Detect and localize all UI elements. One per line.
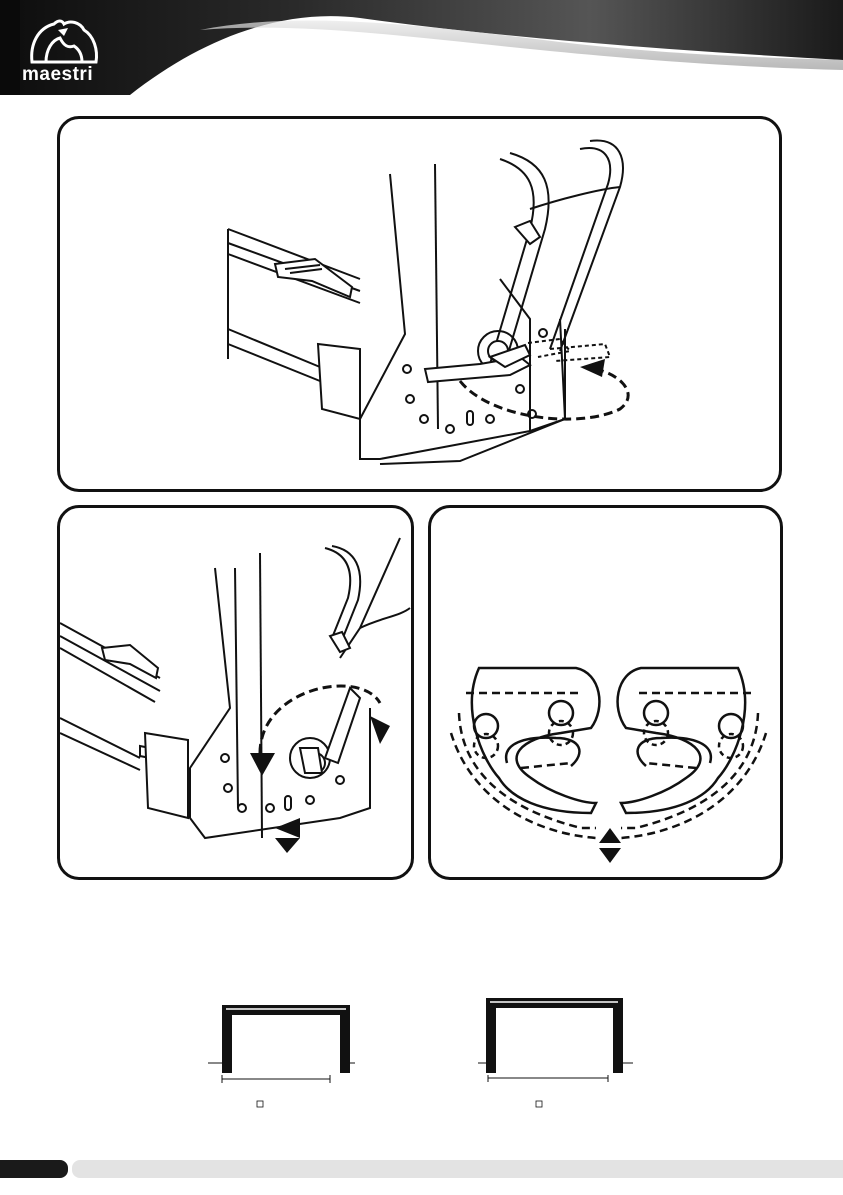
figure-right-panel xyxy=(428,505,783,880)
depth-adjust-plates-icon xyxy=(431,508,783,880)
footer-bar-light xyxy=(72,1160,843,1178)
tacker-latch-rotate-icon xyxy=(60,508,414,880)
narrow-staple-icon xyxy=(200,993,360,1113)
tacker-side-latch-open-icon xyxy=(60,119,782,492)
footer-bar-dark xyxy=(0,1160,68,1178)
wide-staple-icon xyxy=(478,988,638,1108)
figure-top-panel xyxy=(57,116,782,492)
narrow-staple-figure xyxy=(200,993,360,1118)
page-header: maestri xyxy=(0,0,843,95)
small-checkbox-icon xyxy=(257,1101,263,1107)
brand-name: maestri xyxy=(22,64,93,86)
maestri-eagle-logo-icon xyxy=(24,18,104,64)
figure-left-panel xyxy=(57,505,414,880)
small-checkbox-icon xyxy=(536,1101,542,1107)
header-banner xyxy=(0,0,843,95)
wide-staple-figure xyxy=(478,988,638,1113)
